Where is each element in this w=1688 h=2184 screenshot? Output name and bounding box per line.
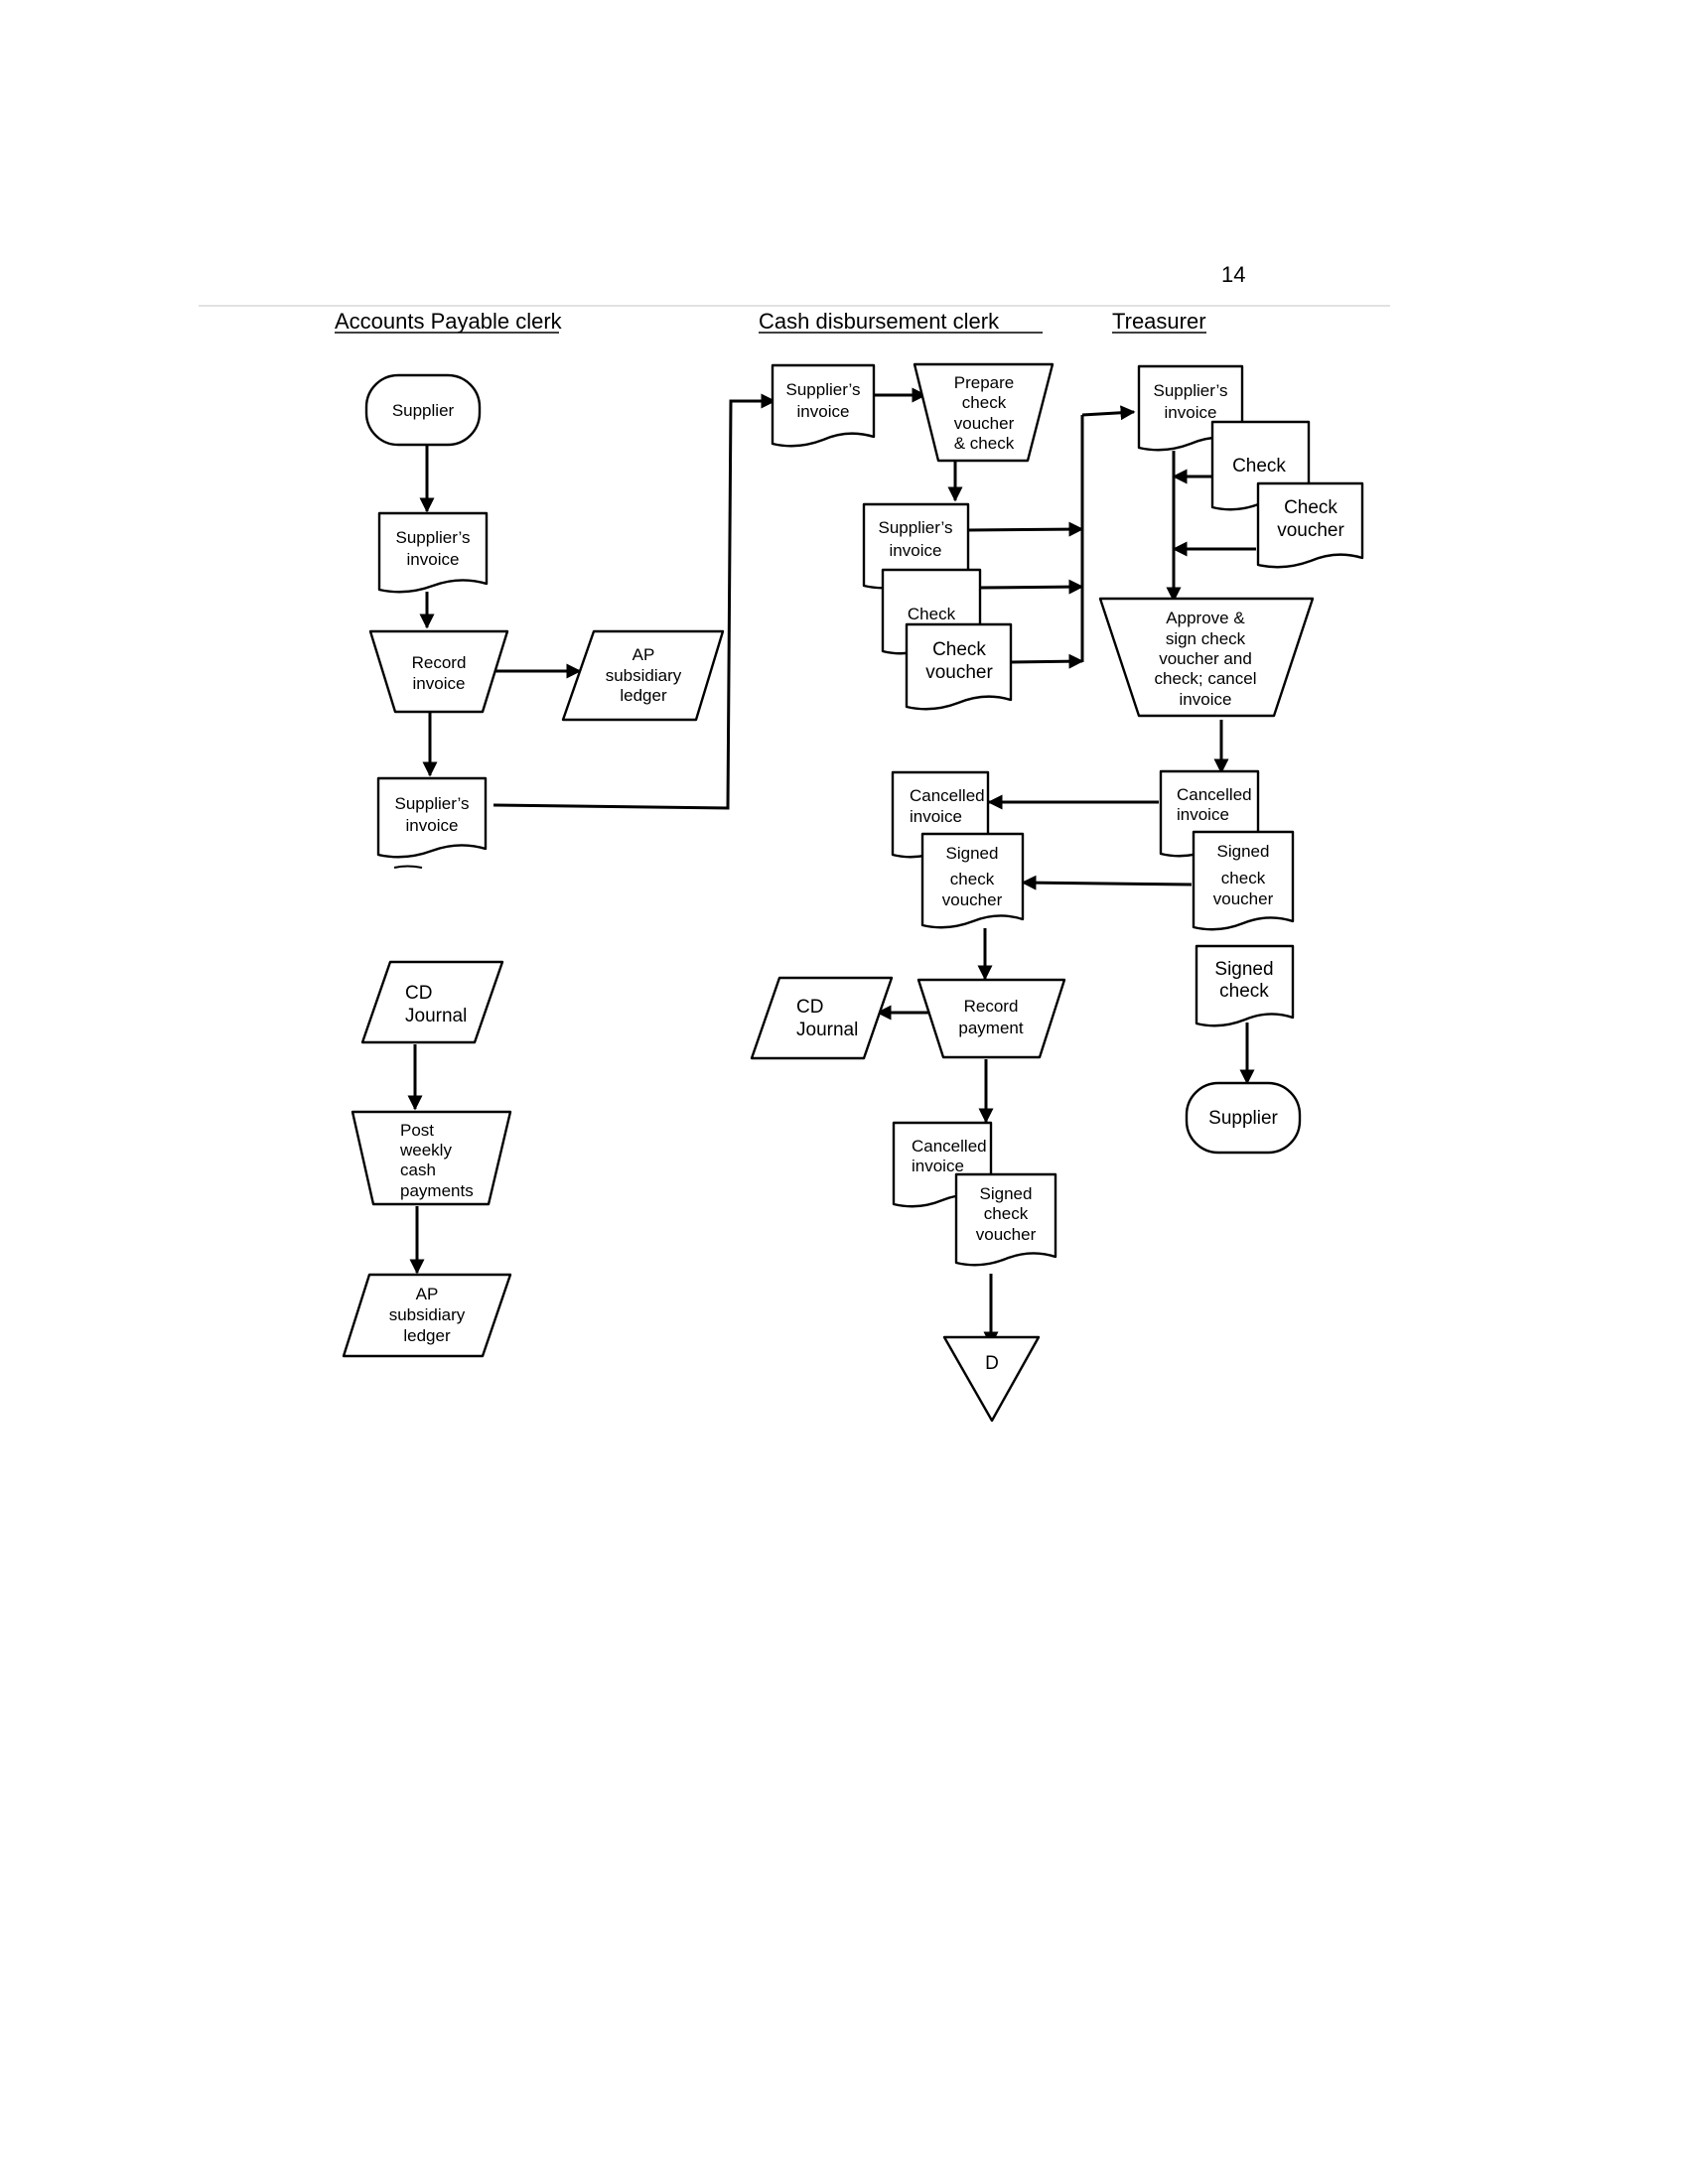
ledger-ap-subsidiary-2: AP subsidiary ledger [342, 1273, 512, 1358]
svg-text:invoice: invoice [407, 550, 460, 569]
svg-text:voucher: voucher [954, 414, 1015, 433]
svg-text:check: check [962, 393, 1007, 412]
svg-text:invoice: invoice [1165, 403, 1217, 422]
process-record-payment: Record payment [916, 978, 1066, 1059]
file-d: D [942, 1335, 1041, 1423]
svg-text:Cash disbursement clerk: Cash disbursement clerk [759, 309, 1000, 334]
svg-text:payments: payments [400, 1181, 474, 1200]
svg-text:& check: & check [954, 434, 1015, 453]
svg-text:voucher: voucher [925, 662, 993, 683]
svg-text:invoice: invoice [1180, 690, 1232, 709]
svg-text:D: D [985, 1353, 999, 1374]
document-signed-check-tr: Signed check [1195, 944, 1295, 1027]
svg-text:voucher: voucher [1277, 520, 1344, 541]
svg-text:Cancelled: Cancelled [912, 1137, 987, 1156]
svg-text:Supplier’s: Supplier’s [879, 518, 953, 537]
svg-text:subsidiary: subsidiary [389, 1305, 466, 1324]
journal-cd-cd: CD Journal [750, 976, 894, 1060]
svg-text:Supplier’s: Supplier’s [395, 794, 470, 813]
process-approve-sign: Approve & sign check voucher and check; … [1098, 597, 1315, 718]
lane-header-treasurer: Treasurer [1112, 309, 1206, 334]
document-signed-voucher-cd: Signed check voucher [920, 832, 1025, 929]
svg-text:invoice: invoice [413, 674, 466, 693]
lane-header-ap-clerk: Accounts Payable clerk [335, 309, 563, 334]
svg-text:sign check: sign check [1166, 629, 1246, 648]
process-post-weekly: Post weekly cash payments [351, 1110, 512, 1206]
document-supplier-invoice-cd-out: Supplier’s invoice [862, 502, 970, 590]
svg-text:Check: Check [932, 639, 986, 660]
svg-text:Signed: Signed [1214, 959, 1273, 980]
svg-text:check: check [1219, 981, 1269, 1002]
svg-text:invoice: invoice [912, 1157, 964, 1175]
svg-text:weekly: weekly [399, 1141, 452, 1160]
svg-text:AP: AP [416, 1285, 439, 1303]
svg-text:voucher: voucher [942, 890, 1003, 909]
svg-text:payment: payment [958, 1019, 1023, 1037]
document-supplier-invoice-2: Supplier’s invoice [376, 776, 488, 869]
svg-text:CD: CD [405, 983, 432, 1004]
journal-cd-ap: CD Journal [360, 960, 504, 1044]
svg-text:Signed: Signed [1217, 842, 1270, 861]
process-prepare-check: Prepare check voucher & check [913, 362, 1055, 463]
svg-text:Cancelled: Cancelled [910, 786, 985, 805]
document-supplier-invoice-cd-in: Supplier’s invoice [771, 363, 876, 448]
svg-text:Accounts Payable clerk: Accounts Payable clerk [335, 309, 563, 334]
svg-text:Check: Check [1284, 497, 1337, 518]
svg-text:Journal: Journal [796, 1020, 858, 1040]
svg-text:subsidiary: subsidiary [606, 666, 682, 685]
svg-text:Check: Check [908, 605, 956, 623]
svg-text:ledger: ledger [620, 686, 667, 705]
connectors [407, 387, 1256, 1347]
svg-text:AP: AP [633, 645, 655, 664]
document-supplier-invoice-1: Supplier’s invoice [377, 511, 489, 594]
svg-text:check: check [950, 870, 995, 888]
svg-text:invoice: invoice [910, 807, 962, 826]
ledger-ap-subsidiary-1: AP subsidiary ledger [561, 629, 725, 722]
svg-text:check: check [1221, 869, 1266, 887]
svg-text:voucher: voucher [976, 1225, 1037, 1244]
svg-text:invoice: invoice [1177, 805, 1229, 824]
terminal-supplier-tr: Supplier [1185, 1081, 1302, 1155]
page-number: 14 [1221, 262, 1245, 287]
svg-text:Post: Post [400, 1121, 434, 1140]
lane-header-cd-clerk: Cash disbursement clerk [759, 309, 1043, 334]
svg-text:Check: Check [1232, 456, 1286, 477]
svg-text:Journal: Journal [405, 1006, 467, 1026]
svg-text:Prepare: Prepare [954, 373, 1014, 392]
svg-text:invoice: invoice [406, 816, 459, 835]
svg-text:cash: cash [400, 1160, 436, 1179]
svg-text:Cancelled: Cancelled [1177, 785, 1252, 804]
document-check-voucher-tr: Check voucher [1256, 481, 1364, 569]
svg-text:Approve &: Approve & [1166, 609, 1245, 627]
svg-text:voucher: voucher [1213, 889, 1274, 908]
terminal-supplier-ap: Supplier [364, 373, 482, 447]
document-check-voucher-cd: Check voucher [905, 622, 1013, 711]
svg-text:Supplier’s: Supplier’s [786, 380, 861, 399]
svg-text:Supplier’s: Supplier’s [1154, 381, 1228, 400]
svg-text:check; cancel: check; cancel [1155, 669, 1257, 688]
svg-text:ledger: ledger [403, 1326, 451, 1345]
svg-text:Record: Record [412, 653, 467, 672]
svg-text:CD: CD [796, 997, 823, 1018]
svg-text:Supplier: Supplier [392, 401, 455, 420]
svg-text:invoice: invoice [890, 541, 942, 560]
svg-text:invoice: invoice [797, 402, 850, 421]
document-signed-voucher-tr: Signed check voucher [1192, 830, 1295, 931]
document-signed-voucher-cd-2: Signed check voucher [954, 1172, 1057, 1267]
svg-text:check: check [984, 1204, 1029, 1223]
process-record-invoice: Record invoice [368, 629, 509, 714]
svg-text:Record: Record [964, 997, 1019, 1016]
svg-text:Signed: Signed [980, 1184, 1033, 1203]
svg-text:Treasurer: Treasurer [1112, 309, 1206, 334]
svg-text:voucher and: voucher and [1159, 649, 1252, 668]
svg-text:Signed: Signed [946, 844, 999, 863]
svg-text:Supplier: Supplier [1208, 1108, 1278, 1129]
svg-text:Supplier’s: Supplier’s [396, 528, 471, 547]
